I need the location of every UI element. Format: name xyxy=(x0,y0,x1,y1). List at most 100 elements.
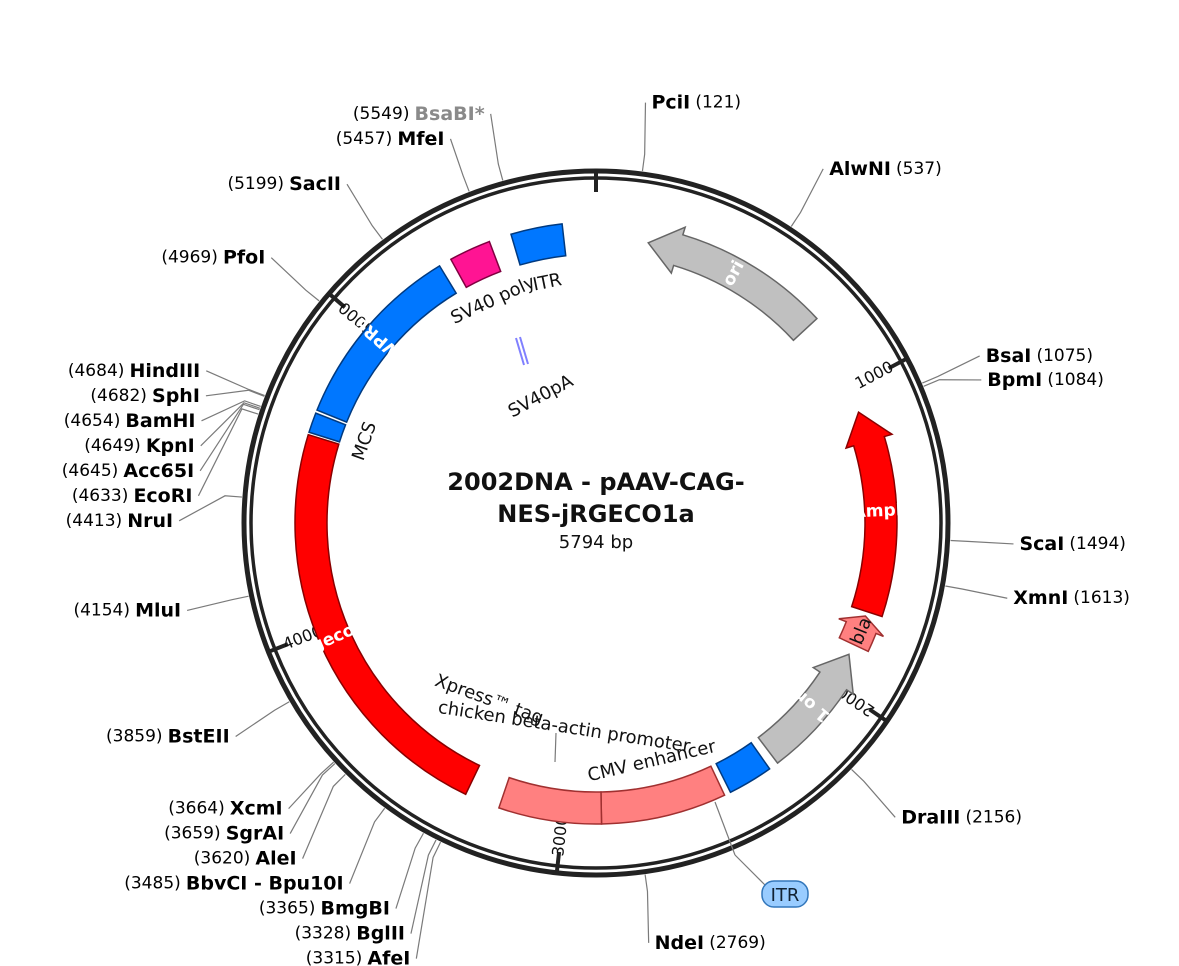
site-label-Acc65I: (4645) Acc65I xyxy=(62,459,194,481)
site-position: (3664) xyxy=(168,799,225,819)
site-name: HindIII xyxy=(129,359,200,381)
leader-Acc65I xyxy=(199,403,260,472)
site-label-MluI: (4154) MluI xyxy=(73,599,181,621)
leader-MluI xyxy=(186,595,249,612)
site-label-NdeI: NdeI (2769) xyxy=(655,931,766,953)
site-label-BsaBI-: (5549) BsaBI* xyxy=(353,102,485,124)
feature-ITRright xyxy=(715,741,771,794)
tick-5000 xyxy=(326,290,347,309)
leader-BglII xyxy=(410,839,437,934)
sv40pa-label: SV40pA xyxy=(505,370,578,422)
site-label-HindIII: (4684) HindIII xyxy=(68,359,200,381)
site-name: KpnI xyxy=(146,434,195,456)
site-position: (4154) xyxy=(73,600,130,620)
site-position: (3328) xyxy=(295,924,352,944)
site-position: (3620) xyxy=(194,849,251,869)
tick-label-3000: 3000 xyxy=(548,815,571,858)
site-name: SphI xyxy=(152,384,200,406)
leader-MfeI xyxy=(449,138,470,192)
site-label-KpnI: (4649) KpnI xyxy=(84,434,195,456)
leader-AleI xyxy=(302,773,346,859)
site-label-BmgBI: (3365) BmgBI xyxy=(259,897,390,919)
site-name: BsaI xyxy=(986,344,1032,366)
site-label-DraIII: DraIII (2156) xyxy=(901,806,1022,828)
leader-BsaBI- xyxy=(490,113,504,181)
site-label-PciI: PciI (121) xyxy=(651,91,741,113)
site-position: (121) xyxy=(695,93,741,113)
site-label-XcmI: (3664) XcmI xyxy=(168,797,282,819)
site-name: BstEII xyxy=(168,725,230,747)
leader-HindIII xyxy=(206,370,265,397)
site-label-XmnI: XmnI (1613) xyxy=(1013,587,1130,609)
plasmid-size: 5794 bp xyxy=(559,532,633,553)
site-position: (4645) xyxy=(62,461,119,481)
site-label-MfeI: (5457) MfeI xyxy=(336,127,445,149)
site-position: (4684) xyxy=(68,361,125,381)
sv40pa-marker xyxy=(515,337,525,366)
tick-label-1000: 1000 xyxy=(852,357,897,393)
site-name: NruI xyxy=(127,509,173,531)
site-position: (4649) xyxy=(84,436,141,456)
site-position: (3485) xyxy=(124,874,181,894)
site-name: MluI xyxy=(135,599,181,621)
feature-label-ITRleft: ITR xyxy=(531,269,563,295)
site-position: (3659) xyxy=(164,824,221,844)
itr-badge-leader-1 xyxy=(714,801,736,856)
site-position: (2769) xyxy=(709,933,766,953)
sv40pa-marker-2 xyxy=(519,336,529,365)
site-name: MfeI xyxy=(397,127,444,149)
site-label-BstEII: (3859) BstEII xyxy=(106,725,230,747)
site-name: SgrAI xyxy=(226,822,284,844)
feature-label-AmpR: AmpR xyxy=(852,500,909,522)
itr-badge-label: ITR xyxy=(771,885,800,906)
feature-jRgeco1a xyxy=(294,433,481,796)
site-position: (5199) xyxy=(227,174,284,194)
site-name: AlwNI xyxy=(829,157,891,179)
site-label-BglII: (3328) BglII xyxy=(295,922,405,944)
tick-2000 xyxy=(868,707,890,724)
site-name: SacII xyxy=(289,173,341,195)
site-position: (5549) xyxy=(353,104,410,124)
site-label-PfoI: (4969) PfoI xyxy=(161,246,265,268)
site-label-BsaI: BsaI (1075) xyxy=(986,344,1093,366)
site-name: BglII xyxy=(356,922,405,944)
feature-WPRE xyxy=(315,264,458,424)
feature-CBA xyxy=(497,776,603,825)
site-position: (1494) xyxy=(1069,534,1126,554)
site-label-AleI: (3620) AleI xyxy=(194,847,297,869)
site-name: XmnI xyxy=(1013,587,1068,609)
xpress-tag-leader xyxy=(554,732,557,763)
feature-ITRleft xyxy=(510,223,567,266)
site-name: BbvCI - Bpu10I xyxy=(186,872,344,894)
feature-MCS xyxy=(308,412,347,443)
site-label-BpmI: BpmI (1084) xyxy=(987,368,1104,390)
plasmid-name-line1: 2002DNA - pAAV-CAG- xyxy=(447,468,744,496)
site-label-ScaI: ScaI (1494) xyxy=(1019,532,1125,554)
site-name: NdeI xyxy=(655,931,704,953)
site-label-EcoRI: (4633) EcoRI xyxy=(72,484,193,506)
feature-arcs xyxy=(294,223,898,825)
tick-1000 xyxy=(887,355,910,371)
feature-SV40poly xyxy=(449,240,502,289)
site-name: PfoI xyxy=(223,246,265,268)
feature-bla xyxy=(838,615,885,653)
site-position: (537) xyxy=(896,159,942,179)
site-labels: PciI (121) AlwNI (537) BsaI (1075)BpmI (10… xyxy=(62,91,1130,966)
site-position: (1084) xyxy=(1047,370,1104,390)
leader-ScaI xyxy=(950,539,1014,545)
tick-3000 xyxy=(554,851,562,876)
leader-PciI xyxy=(641,102,647,172)
leader-SgrAI xyxy=(289,763,336,834)
leader-XcmI xyxy=(288,761,335,810)
leader-BsaI xyxy=(922,355,980,384)
site-position: (4413) xyxy=(66,511,123,531)
feature-f1ori xyxy=(757,653,855,765)
leader-AfeI xyxy=(415,841,442,959)
site-position: (4633) xyxy=(72,486,129,506)
site-name: XcmI xyxy=(230,797,283,819)
site-position: (3315) xyxy=(306,949,363,966)
itr-badge-leader-2 xyxy=(734,854,766,886)
leader-BamHI xyxy=(201,400,261,422)
site-name: AfeI xyxy=(367,947,410,966)
site-label-AlwNI: AlwNI (537) xyxy=(829,157,942,179)
